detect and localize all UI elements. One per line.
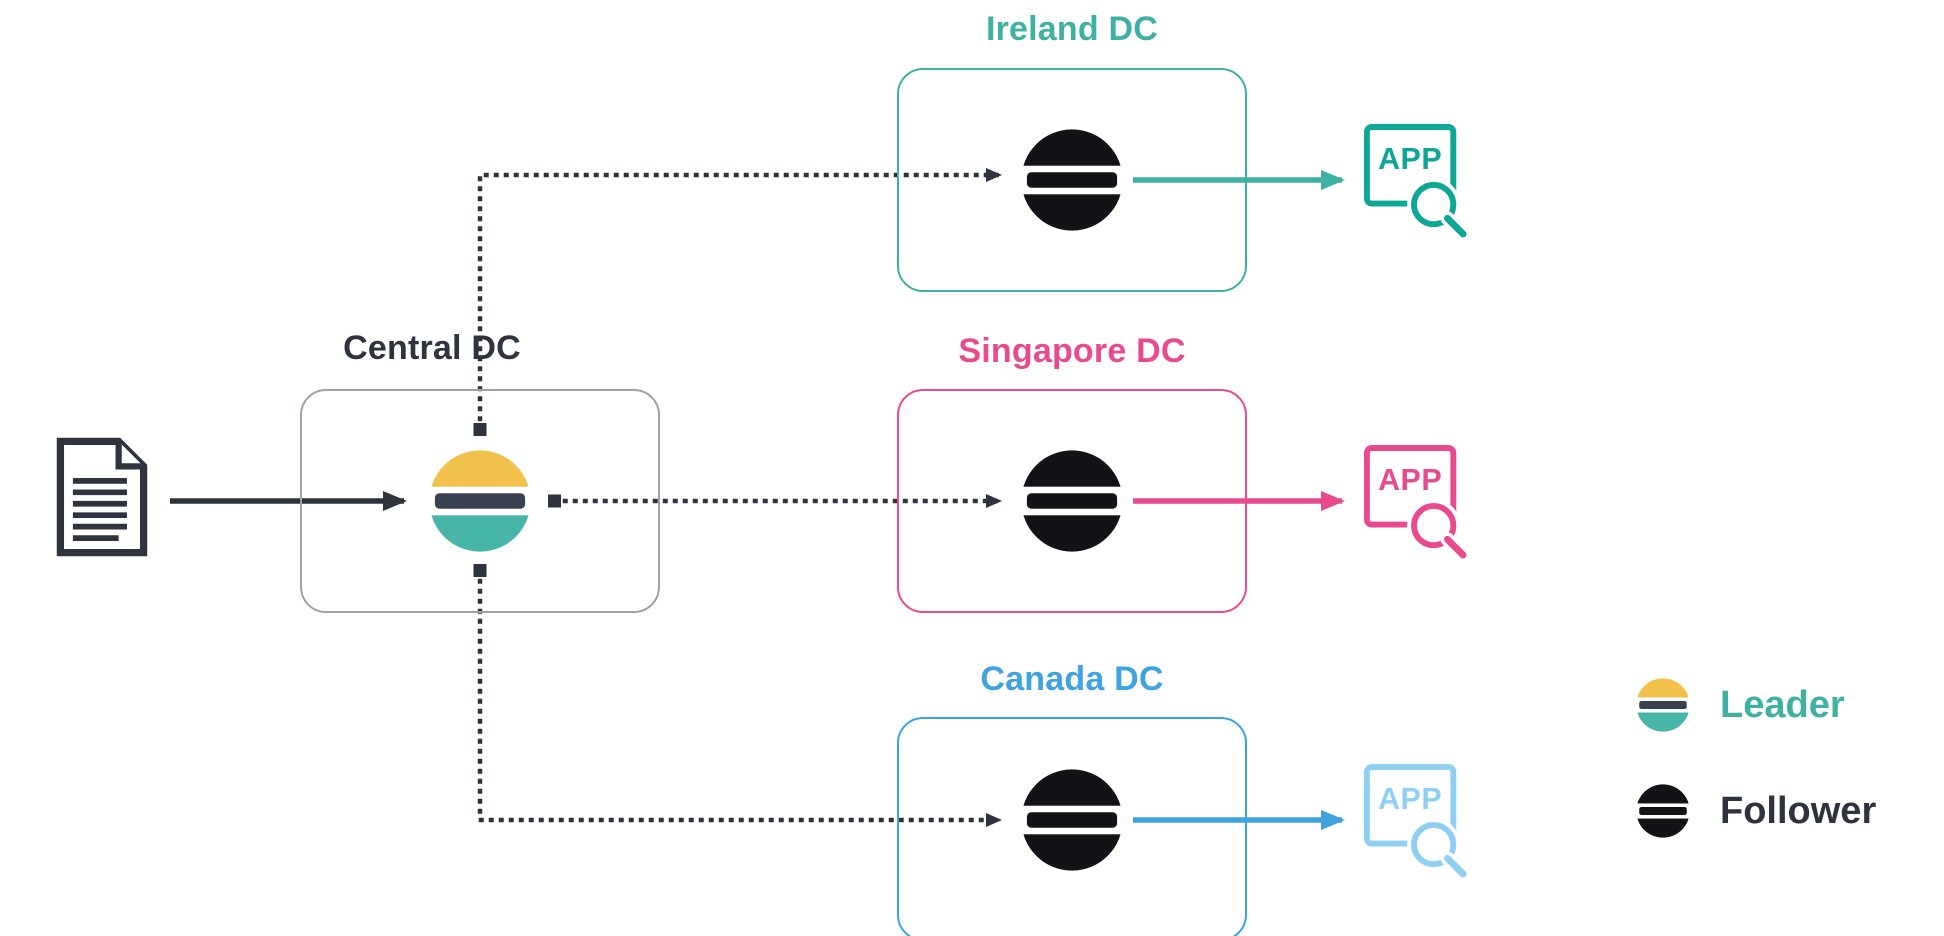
app-label-singapore: APP — [1378, 463, 1442, 497]
ireland-dc-label: Ireland DC — [985, 10, 1159, 48]
legend-item-leader: Leader — [1634, 676, 1845, 734]
ireland-dc-box — [897, 68, 1247, 292]
link-origin-node-right — [548, 494, 561, 508]
link-origin-node-top — [473, 423, 487, 436]
elasticsearch-follower-logo-canada — [1021, 769, 1123, 871]
leader-logo-icon — [1636, 678, 1690, 732]
legend-leader-label: Leader — [1720, 683, 1845, 726]
document-icon — [56, 437, 148, 557]
singapore-dc-box — [897, 389, 1247, 613]
app-icon-canada: APP — [1362, 762, 1470, 885]
app-label-ireland: APP — [1378, 142, 1442, 176]
central-dc-label: Central DC — [343, 329, 521, 367]
app-icon-singapore: APP — [1362, 443, 1470, 566]
follower-logo-icon — [1636, 784, 1690, 838]
elasticsearch-leader-logo — [429, 450, 531, 552]
elasticsearch-follower-logo-singapore — [1021, 450, 1123, 552]
app-label-canada: APP — [1378, 782, 1442, 816]
app-icon-ireland: APP — [1362, 122, 1470, 245]
replication-link-canada — [477, 578, 1003, 827]
legend-follower-label: Follower — [1720, 789, 1877, 832]
legend-item-follower: Follower — [1634, 782, 1876, 840]
central-dc-box — [300, 389, 660, 613]
canada-dc-box — [897, 717, 1247, 936]
canada-dc-label: Canada DC — [980, 660, 1164, 698]
singapore-dc-label: Singapore DC — [958, 332, 1186, 370]
elasticsearch-follower-logo-ireland — [1021, 129, 1123, 231]
link-origin-node-bottom — [473, 564, 487, 577]
replication-link-ireland — [477, 168, 1003, 422]
